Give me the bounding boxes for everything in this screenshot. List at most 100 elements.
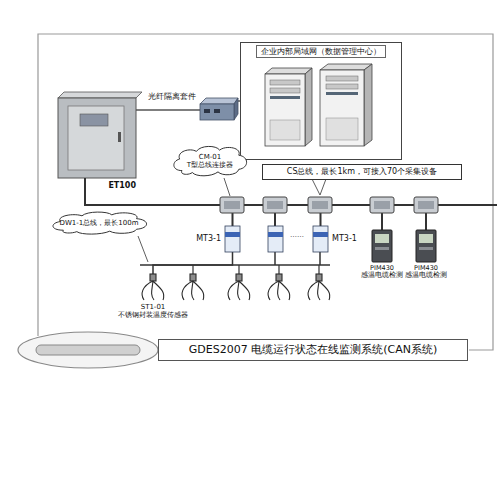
fiber-isolator: 光纤隔离套件 xyxy=(200,100,234,120)
node-label: CS总线，最长1km，可接入70个采集设备 xyxy=(287,167,437,176)
bus-dropline xyxy=(319,252,321,265)
server-tower xyxy=(305,68,312,146)
t-connector xyxy=(312,201,328,209)
sensor-dropline xyxy=(238,265,239,274)
server-tower xyxy=(265,74,305,146)
bus-connector xyxy=(136,109,200,111)
sensor-head xyxy=(236,274,242,281)
fiber-device xyxy=(200,98,238,104)
pim430-screen xyxy=(375,234,389,243)
server-tower xyxy=(320,64,372,70)
diagram-title: GDES2007 电缆运行状态在线监测系统(CAN系统) xyxy=(189,344,437,357)
t-connector xyxy=(418,201,434,209)
bus-connector xyxy=(153,252,233,274)
t-connector xyxy=(220,197,438,213)
sensor-head xyxy=(190,274,196,281)
sensor-group xyxy=(142,274,330,300)
mt3-module xyxy=(313,226,328,252)
node-label: ET100 xyxy=(108,181,136,190)
fiber-port xyxy=(214,109,220,113)
t-connector xyxy=(414,197,438,213)
group-heading: 企业内部局域网（数据管理中心） xyxy=(256,45,386,58)
node-label: DW1-1总线，最长100m xyxy=(60,219,139,227)
callout-cloud: DW1-1总线，最长100m xyxy=(48,211,151,235)
node-label: PIM430 感温电缆检测 xyxy=(359,265,405,280)
ellipsis-mark: …… xyxy=(290,231,304,239)
title-box: GDES2007 电缆运行状态在线监测系统(CAN系统) xyxy=(158,339,468,361)
cabinet-top xyxy=(58,92,142,98)
sensor-head xyxy=(150,274,156,281)
cabinet-body xyxy=(58,98,136,178)
t-connector xyxy=(220,197,244,213)
server-panel xyxy=(326,118,358,140)
node-label: MT3-1 xyxy=(196,234,221,243)
pim430-device: PIM430 感温电缆检测 xyxy=(416,230,436,262)
pim430-device xyxy=(372,230,392,262)
bus-dropline xyxy=(274,252,276,265)
cabinet-door xyxy=(68,106,124,170)
temperature-sensor: ST1-01 不锈钢封装温度传感器 xyxy=(140,274,166,300)
cabinet-handle xyxy=(118,132,121,142)
sensor-cable xyxy=(308,281,330,300)
sensor-head xyxy=(316,274,322,281)
callout-tail xyxy=(312,179,326,195)
mt3-stripe xyxy=(225,232,240,237)
fiber-device xyxy=(200,104,234,120)
pim430-device xyxy=(416,230,436,262)
node-label: MT3-1 xyxy=(332,234,357,243)
node-label: ST1-01 不锈钢封装温度传感器 xyxy=(107,303,199,319)
callout-box: CS总线，最长1km，可接入70个采集设备 xyxy=(262,164,462,180)
sensor-cable xyxy=(228,281,250,300)
server-panel xyxy=(270,120,300,140)
mt3-module xyxy=(225,226,240,252)
pim430-keys xyxy=(419,247,433,250)
sensor-cable xyxy=(182,281,204,300)
fiber-port xyxy=(204,109,210,113)
callout-cloud: CM-01 T型总线连接器 xyxy=(170,145,250,177)
sensor-dropline xyxy=(192,265,193,274)
server-tower xyxy=(265,68,312,74)
sensor-dropline xyxy=(318,265,319,274)
fiber-device xyxy=(234,98,238,120)
leader-line xyxy=(224,178,230,196)
drive-bay xyxy=(270,88,300,93)
drive-bay xyxy=(326,76,358,81)
t-connector xyxy=(224,201,240,209)
frame-border xyxy=(38,34,493,350)
t-connector xyxy=(374,201,390,209)
t-connector xyxy=(267,201,283,209)
t-connector xyxy=(263,197,287,213)
cloud-outline xyxy=(174,146,247,175)
mt3-module xyxy=(268,226,283,252)
logo-bar xyxy=(36,345,140,355)
pim430-keys xyxy=(375,247,389,250)
sensor-head xyxy=(276,274,282,281)
mt3-module: MT3-1 xyxy=(225,226,240,252)
drive-bay xyxy=(326,84,358,89)
sensor-cable xyxy=(268,281,290,300)
sensor-dropline xyxy=(278,265,279,274)
drive-bay xyxy=(326,92,358,95)
mt3-stripe xyxy=(313,232,328,237)
label-holder: …… xyxy=(290,231,304,239)
server-tower xyxy=(364,64,372,146)
drive-bay xyxy=(270,96,300,99)
node-label: CM-01 T型总线连接器 xyxy=(182,153,238,169)
cloud-outline xyxy=(53,212,147,234)
node-label: PIM430 感温电缆检测 xyxy=(403,265,449,280)
mt3-stripe xyxy=(268,232,283,237)
cabinet-window xyxy=(80,114,108,126)
server-tower xyxy=(320,70,364,146)
mt3-module: MT3-1 xyxy=(313,226,328,252)
sensor-cable xyxy=(142,281,164,300)
t-connector xyxy=(308,197,332,213)
et100-cabinet: ET100 xyxy=(58,98,136,178)
drive-bay xyxy=(270,80,300,85)
lan-server-group: 企业内部局域网（数据管理中心） xyxy=(240,42,402,160)
logo-ellipse xyxy=(18,332,158,368)
pim430-screen xyxy=(419,234,433,243)
pim430-device: PIM430 感温电缆检测 xyxy=(372,230,392,262)
t-connector xyxy=(370,197,394,213)
